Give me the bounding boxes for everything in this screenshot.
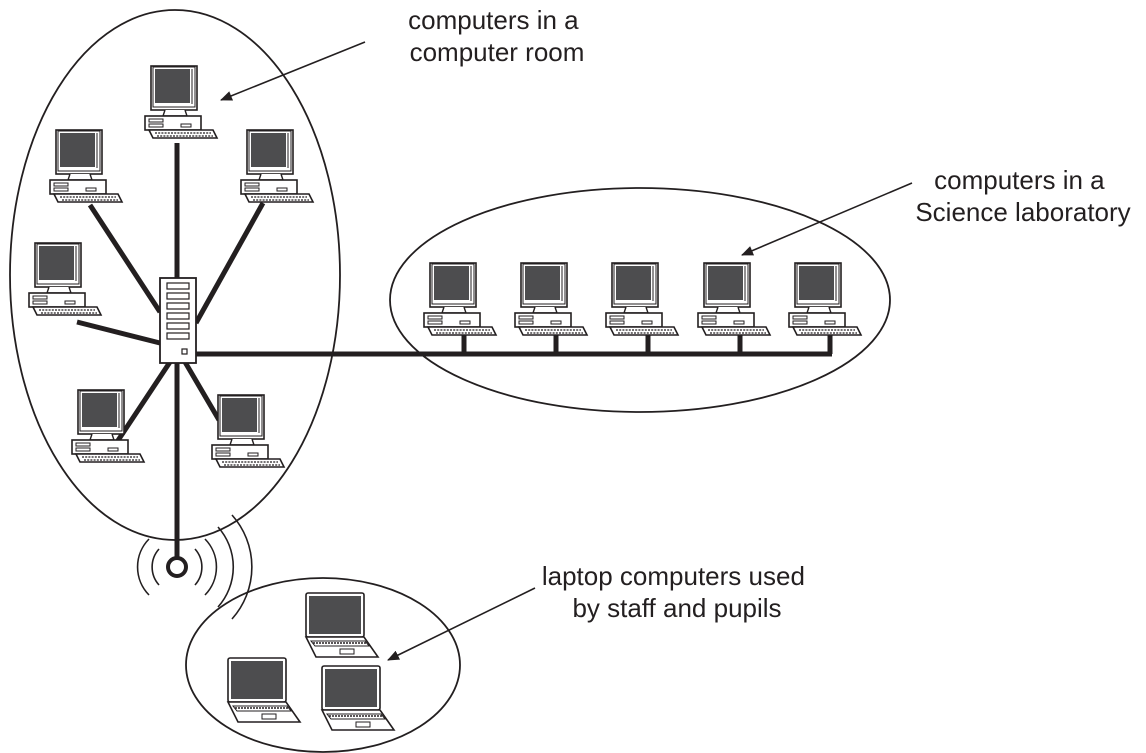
desktop-computer-icon bbox=[49, 129, 123, 203]
desktop-computer-icon bbox=[514, 262, 588, 336]
laptops-arrow bbox=[387, 587, 536, 661]
science-lab-boundary bbox=[389, 187, 891, 413]
desktop-computer-icon bbox=[28, 242, 102, 316]
desktop-computer-icon bbox=[211, 394, 285, 468]
bus-links bbox=[196, 335, 833, 357]
desktop-computer-icon bbox=[605, 262, 679, 336]
computer-room-desktops bbox=[28, 65, 314, 468]
science-lab-label: computers in a Science laboratory bbox=[915, 165, 1130, 227]
server-tower-icon bbox=[159, 277, 197, 364]
science-lab-desktops bbox=[423, 262, 862, 336]
desktop-computer-icon bbox=[144, 65, 218, 139]
science-lab-arrow bbox=[741, 182, 913, 256]
callout-arrows bbox=[220, 41, 913, 661]
laptop-icon bbox=[321, 665, 395, 731]
star-links bbox=[76, 143, 266, 557]
laptops-group bbox=[227, 592, 395, 731]
laptops-label: laptop computers used by staff and pupil… bbox=[542, 561, 812, 623]
computer-room-label: computers in a computer room bbox=[408, 5, 586, 67]
laptops-boundary bbox=[185, 577, 461, 753]
computer-room-arrow bbox=[220, 41, 366, 101]
desktop-computer-icon bbox=[71, 389, 145, 463]
wireless-access-point-icon bbox=[136, 514, 253, 620]
desktop-computer-icon bbox=[423, 262, 497, 336]
desktop-computer-icon bbox=[697, 262, 771, 336]
desktop-computer-icon bbox=[240, 129, 314, 203]
laptop-icon bbox=[227, 657, 301, 723]
laptop-icon bbox=[305, 592, 379, 658]
desktop-computer-icon bbox=[788, 262, 862, 336]
